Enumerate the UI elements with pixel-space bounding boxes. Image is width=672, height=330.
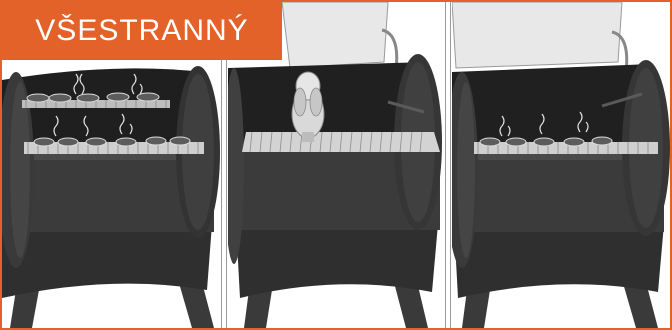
panel-divider xyxy=(445,2,451,328)
banner-title: VŠESTRANNÝ xyxy=(35,14,248,48)
grill-illustration-3 xyxy=(452,2,670,328)
banner: VŠESTRANNÝ xyxy=(2,2,282,60)
panel-grill-smoking xyxy=(452,2,670,328)
chicken-icon xyxy=(292,72,324,142)
